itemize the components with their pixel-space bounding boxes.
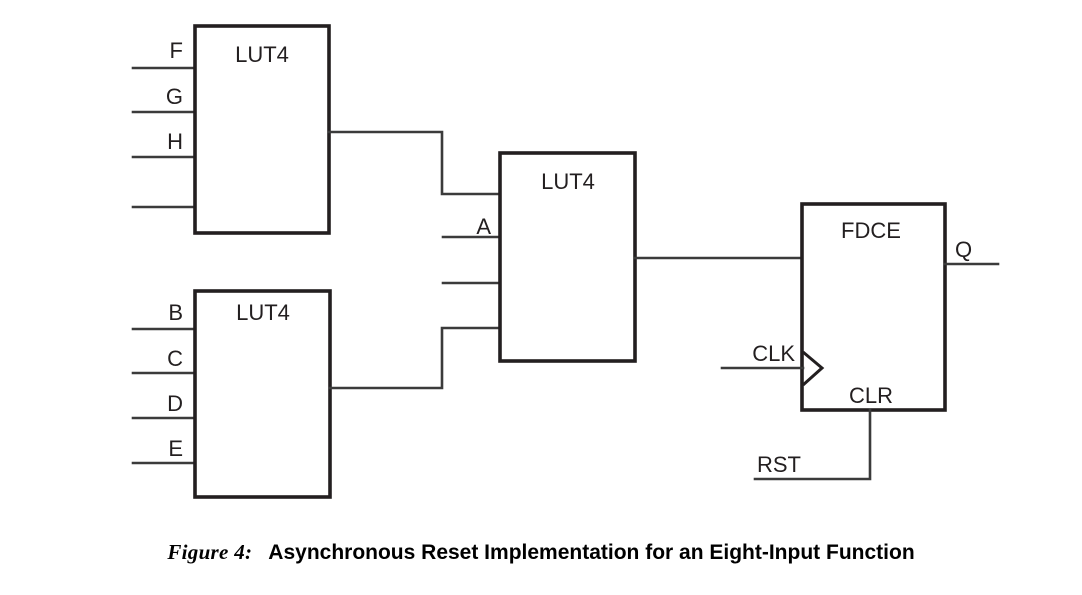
wire-lut-top-output: [327, 130, 503, 196]
figure-title: Asynchronous Reset Implementation for an…: [268, 541, 915, 564]
block-lut4-middle-label: LUT4: [541, 169, 595, 194]
label-signal-rst: RST: [757, 452, 801, 477]
block-fdce-label: FDCE: [841, 218, 901, 243]
label-signal-g: G: [166, 84, 183, 109]
block-fdce-clr-label: CLR: [849, 383, 893, 408]
block-fdce: [800, 202, 947, 412]
figure-number: Figure 4:: [167, 540, 253, 564]
label-signal-h: H: [167, 129, 183, 154]
label-signal-c: C: [167, 346, 183, 371]
wire-rst: [753, 408, 872, 481]
label-signal-e: E: [168, 436, 183, 461]
block-lut4-top: [193, 24, 331, 235]
label-signal-d: D: [167, 391, 183, 416]
block-lut4-bottom-label: LUT4: [236, 300, 290, 325]
clock-edge-triangle-icon: [801, 350, 825, 387]
label-signal-clk: CLK: [752, 341, 795, 366]
figure-caption: Figure 4: Asynchronous Reset Implementati…: [0, 540, 1082, 565]
block-lut4-top-label: LUT4: [235, 42, 289, 67]
block-lut4-middle: [498, 151, 637, 363]
label-signal-q: Q: [955, 237, 972, 262]
label-signal-a: A: [476, 214, 491, 239]
label-signal-b: B: [168, 300, 183, 325]
block-lut4-bottom: [193, 289, 332, 499]
wire-lut-bottom-output: [328, 326, 503, 390]
label-signal-f: F: [170, 38, 183, 63]
